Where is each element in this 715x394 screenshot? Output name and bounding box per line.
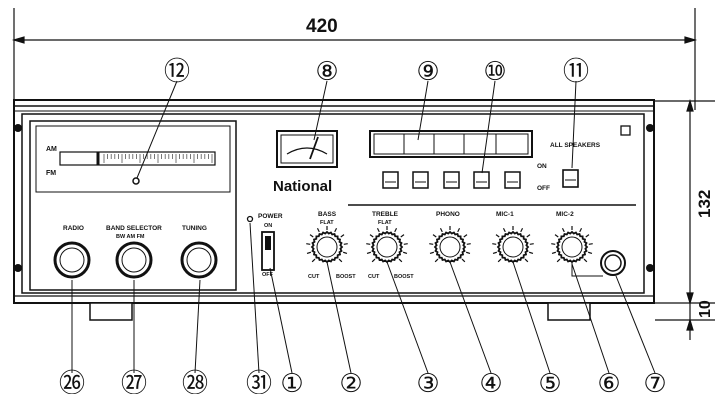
radio-volume-knob[interactable] (53, 241, 91, 279)
tuner-section (29, 120, 237, 291)
side-screws (14, 124, 654, 272)
callout-27: ㉗ (121, 369, 147, 394)
band-selector-knob[interactable] (115, 241, 153, 279)
tuning-knob[interactable] (180, 241, 218, 279)
callout-12: ⑫ (164, 57, 190, 87)
width-dimension (11, 8, 698, 110)
callout-6: ⑥ (597, 369, 620, 394)
selector-button-4[interactable] (473, 171, 490, 189)
feet-height-label: 10 (697, 300, 714, 318)
selector-button-5[interactable] (504, 171, 521, 189)
mic2-label: MIC-2 (556, 211, 574, 218)
phono-label: PHONO (436, 211, 460, 218)
all-speakers-on-label: ON (537, 163, 547, 170)
callout-5: ⑤ (538, 369, 561, 394)
am-label: AM (46, 146, 57, 153)
selector-button-2[interactable] (412, 171, 429, 189)
power-off-label: OFF (262, 272, 274, 278)
callout-26: ㉖ (59, 369, 85, 394)
mic2-jack-connector-line (571, 262, 603, 277)
power-on-label: ON (264, 223, 272, 229)
level-meter (276, 130, 338, 168)
mic2-volume-knob[interactable] (551, 226, 593, 264)
bass-label: BASS (318, 211, 337, 218)
width-label: 420 (306, 16, 338, 37)
callout-28: ㉘ (182, 369, 208, 394)
treble-flat-label: FLAT (378, 220, 392, 226)
all-speakers-switch[interactable] (562, 169, 579, 188)
tuning-dial-scale (59, 151, 216, 185)
dial-pointer-indicator (132, 177, 140, 185)
all-speakers-label: ALL SPEAKERS (550, 142, 601, 149)
treble-knob[interactable] (366, 226, 408, 264)
callout-8: ⑧ (315, 57, 338, 87)
bass-boost-label: BOOST (336, 274, 356, 280)
headphone-indicator (620, 125, 631, 136)
callout-9: ⑨ (416, 57, 439, 87)
bass-cut-label: CUT (308, 274, 320, 280)
phono-volume-knob[interactable] (429, 226, 471, 264)
mic1-label: MIC-1 (496, 211, 514, 218)
radio-label: RADIO (63, 225, 84, 232)
input-selector-buttons (382, 171, 521, 189)
fm-label: FM (46, 170, 56, 177)
brand-logo: National (273, 178, 332, 195)
band-selector-sub-label: BW AM FM (116, 234, 145, 240)
all-speakers-off-label: OFF (537, 185, 550, 192)
feet (89, 302, 591, 321)
power-label: POWER (258, 213, 283, 220)
callout-2: ② (339, 369, 362, 394)
power-indicator-lamp (246, 215, 254, 223)
callout-31: ㉛ (246, 369, 272, 394)
selector-button-1[interactable] (382, 171, 399, 189)
display-window (369, 130, 533, 158)
mic1-volume-knob[interactable] (492, 226, 534, 264)
callout-11: ⑪ (563, 57, 589, 87)
height-dimension (655, 98, 715, 340)
selector-button-3[interactable] (443, 171, 460, 189)
callout-3: ③ (416, 369, 439, 394)
treble-label: TREBLE (372, 211, 399, 218)
power-switch[interactable] (261, 231, 275, 271)
height-label: 132 (695, 190, 714, 218)
bass-knob[interactable] (306, 226, 348, 264)
treble-cut-label: CUT (368, 274, 380, 280)
leader-lines (71, 80, 656, 374)
treble-boost-label: BOOST (394, 274, 414, 280)
tuning-label: TUNING (182, 225, 207, 232)
callout-10: ⑩ (483, 57, 506, 87)
band-selector-label: BAND SELECTOR (106, 225, 162, 232)
bass-flat-label: FLAT (320, 220, 334, 226)
callout-4: ④ (479, 369, 502, 394)
callout-7: ⑦ (643, 369, 666, 394)
mic2-input-jack[interactable] (600, 250, 626, 276)
chassis (13, 99, 655, 304)
callout-1: ① (280, 369, 303, 394)
